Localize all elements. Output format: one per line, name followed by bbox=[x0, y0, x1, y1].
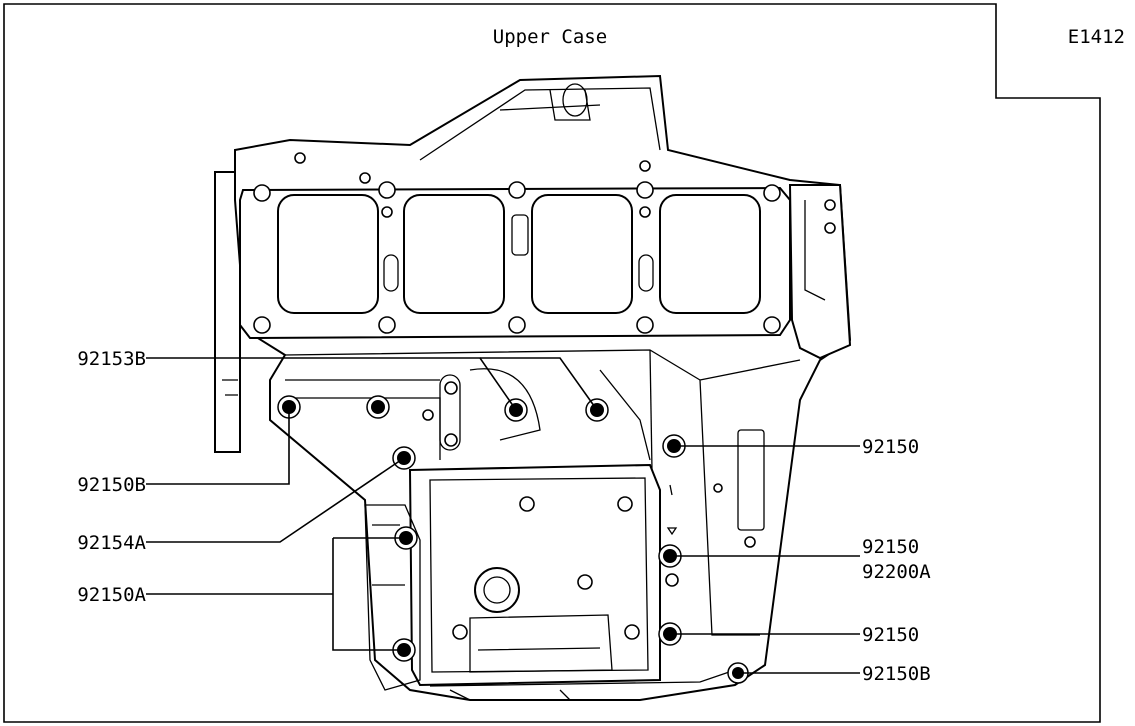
callout-92150-middle-right: 92150 bbox=[862, 536, 919, 558]
callout-92150-lower-right: 92150 bbox=[862, 624, 919, 646]
upper-case-part bbox=[214, 74, 852, 701]
figure-code: E1412 bbox=[1068, 26, 1125, 48]
callout-92200a: 92200A bbox=[862, 561, 931, 583]
leader-lines bbox=[146, 357, 860, 674]
callout-92153b: 92153B bbox=[77, 348, 146, 370]
callout-92150b-left: 92150B bbox=[77, 474, 146, 496]
drawing-title: Upper Case bbox=[493, 26, 607, 48]
drawing-frame bbox=[3, 3, 1101, 723]
callout-92150a: 92150A bbox=[77, 584, 146, 606]
callout-92150b-right: 92150B bbox=[862, 663, 931, 685]
callout-92150-upper-right: 92150 bbox=[862, 436, 919, 458]
callout-92154a: 92154A bbox=[77, 532, 146, 554]
